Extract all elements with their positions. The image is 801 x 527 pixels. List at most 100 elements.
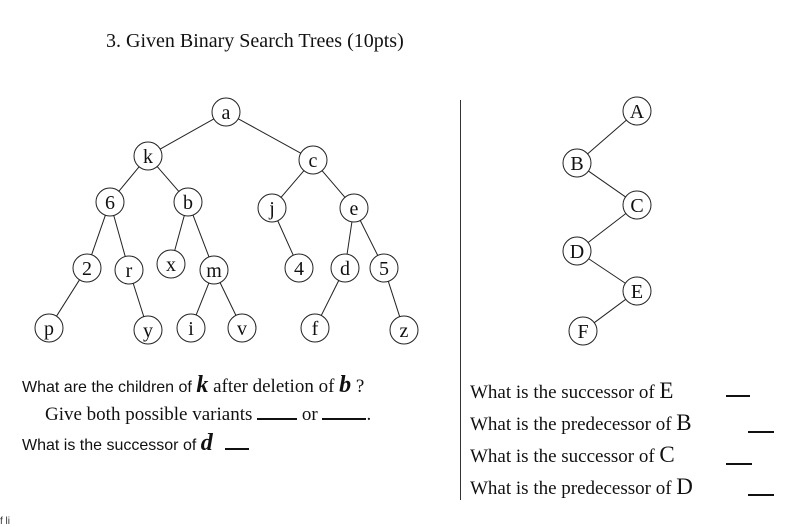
node-circle <box>622 276 652 306</box>
right-tree-edge-A-B <box>587 119 627 155</box>
answer-blank-successor-E[interactable] <box>726 379 750 397</box>
left-tree-edge-b-x <box>174 215 185 251</box>
node-circle <box>284 253 314 283</box>
node-circle <box>622 96 652 126</box>
left-tree-edge-k-b <box>156 166 180 192</box>
node-label: x <box>166 254 176 276</box>
left-tree-node-p: p <box>34 313 64 343</box>
node-label: c <box>309 150 318 172</box>
left-tree-node-f: f <box>300 313 330 343</box>
answer-blank-successor-C[interactable] <box>726 447 752 465</box>
left-tree-node-r: r <box>114 255 144 285</box>
variable: E <box>659 378 674 403</box>
node-label: z <box>400 320 409 342</box>
left-tree-edge-c-j <box>280 170 305 198</box>
node-circle <box>176 313 206 343</box>
node-circle <box>133 141 163 171</box>
answer-blank-predecessor-D[interactable] <box>748 478 774 496</box>
node-circle <box>133 315 163 345</box>
question-successor-d: What is the successor of d <box>22 430 250 457</box>
footer-fragment: f li <box>0 516 10 527</box>
node-circle <box>72 253 102 283</box>
variable: C <box>659 442 675 467</box>
node-label: k <box>143 146 153 168</box>
answer-blank-1[interactable] <box>257 402 298 420</box>
left-tree-node-4: 4 <box>284 253 314 283</box>
node-label: j <box>268 198 275 220</box>
question-mark: ? <box>351 376 365 397</box>
node-circle <box>339 193 369 223</box>
left-tree-node-c: c <box>298 145 328 175</box>
right-tree-node-B: B <box>562 148 592 178</box>
variable-b: b <box>339 372 352 398</box>
variable-k: k <box>196 372 209 398</box>
left-tree-edge-6-r <box>113 215 126 257</box>
variable: D <box>676 474 693 499</box>
node-circle <box>622 190 652 220</box>
node-label: d <box>340 258 350 280</box>
right-tree-node-C: C <box>622 190 652 220</box>
answer-blank-predecessor-B[interactable] <box>748 415 774 433</box>
right-tree-edge-B-C <box>588 170 626 198</box>
node-label: C <box>630 195 643 217</box>
node-circle <box>298 145 328 175</box>
right-tree-node-F: F <box>568 316 598 346</box>
left-tree-edge-m-v <box>219 282 237 316</box>
right-tree-edge-E-F <box>593 298 627 324</box>
left-tree-edge-e-5 <box>359 220 379 256</box>
node-circle <box>114 255 144 285</box>
node-circle <box>562 148 592 178</box>
node-circle <box>389 315 419 345</box>
left-tree-edge-a-c <box>238 118 301 154</box>
left-tree-edge-5-z <box>387 281 401 317</box>
variable-d: d <box>200 430 213 456</box>
node-label: b <box>183 192 193 214</box>
node-label: y <box>143 320 153 342</box>
node-label: 6 <box>105 192 115 214</box>
right-tree-node-E: E <box>622 276 652 306</box>
left-tree-edge-d-f <box>320 280 340 316</box>
left-tree-node-k: k <box>133 141 163 171</box>
node-label: v <box>237 318 247 340</box>
left-tree-node-m: m <box>199 255 229 285</box>
node-label: m <box>206 260 222 282</box>
left-tree-edge-r-y <box>132 283 145 317</box>
node-label: E <box>631 281 643 303</box>
question-text: or <box>301 404 323 425</box>
variable: B <box>676 410 692 435</box>
left-tree-node-v: v <box>227 313 257 343</box>
answer-blank-2[interactable] <box>322 402 367 420</box>
left-tree-edge-c-e <box>321 170 346 198</box>
left-tree-node-j: j <box>257 193 287 223</box>
right-tree-edge-D-E <box>588 258 626 284</box>
node-circle <box>173 187 203 217</box>
left-tree-node-z: z <box>389 315 419 345</box>
question-children-after-deletion: What are the children of k after deletio… <box>22 372 364 399</box>
answer-blank[interactable] <box>225 432 250 450</box>
node-label: B <box>570 153 583 175</box>
right-tree-edge-C-D <box>587 213 627 243</box>
question-text: Give both possible variants <box>45 404 258 425</box>
node-circle <box>300 313 330 343</box>
node-circle <box>568 316 598 346</box>
node-label: p <box>44 318 54 340</box>
node-label: f <box>312 318 319 340</box>
node-circle <box>34 313 64 343</box>
left-tree-edge-j-4 <box>277 220 294 256</box>
question-both-variants: Give both possible variants or . <box>45 402 372 425</box>
left-tree-edge-a-k <box>159 118 215 150</box>
question-predecessor-D: What is the predecessor of D <box>470 474 693 500</box>
node-circle <box>95 187 125 217</box>
node-label: 4 <box>294 258 304 280</box>
node-circle <box>369 253 399 283</box>
left-tree-node-d: d <box>330 253 360 283</box>
question-text: What are the children of <box>22 379 197 396</box>
left-tree-edge-k-6 <box>118 166 140 192</box>
node-label: F <box>577 321 588 343</box>
node-label: e <box>350 198 359 220</box>
problem-title: 3. Given Binary Search Trees (10pts) <box>106 30 404 52</box>
node-circle <box>227 313 257 343</box>
left-tree-node-b: b <box>173 187 203 217</box>
node-label: D <box>570 241 584 263</box>
